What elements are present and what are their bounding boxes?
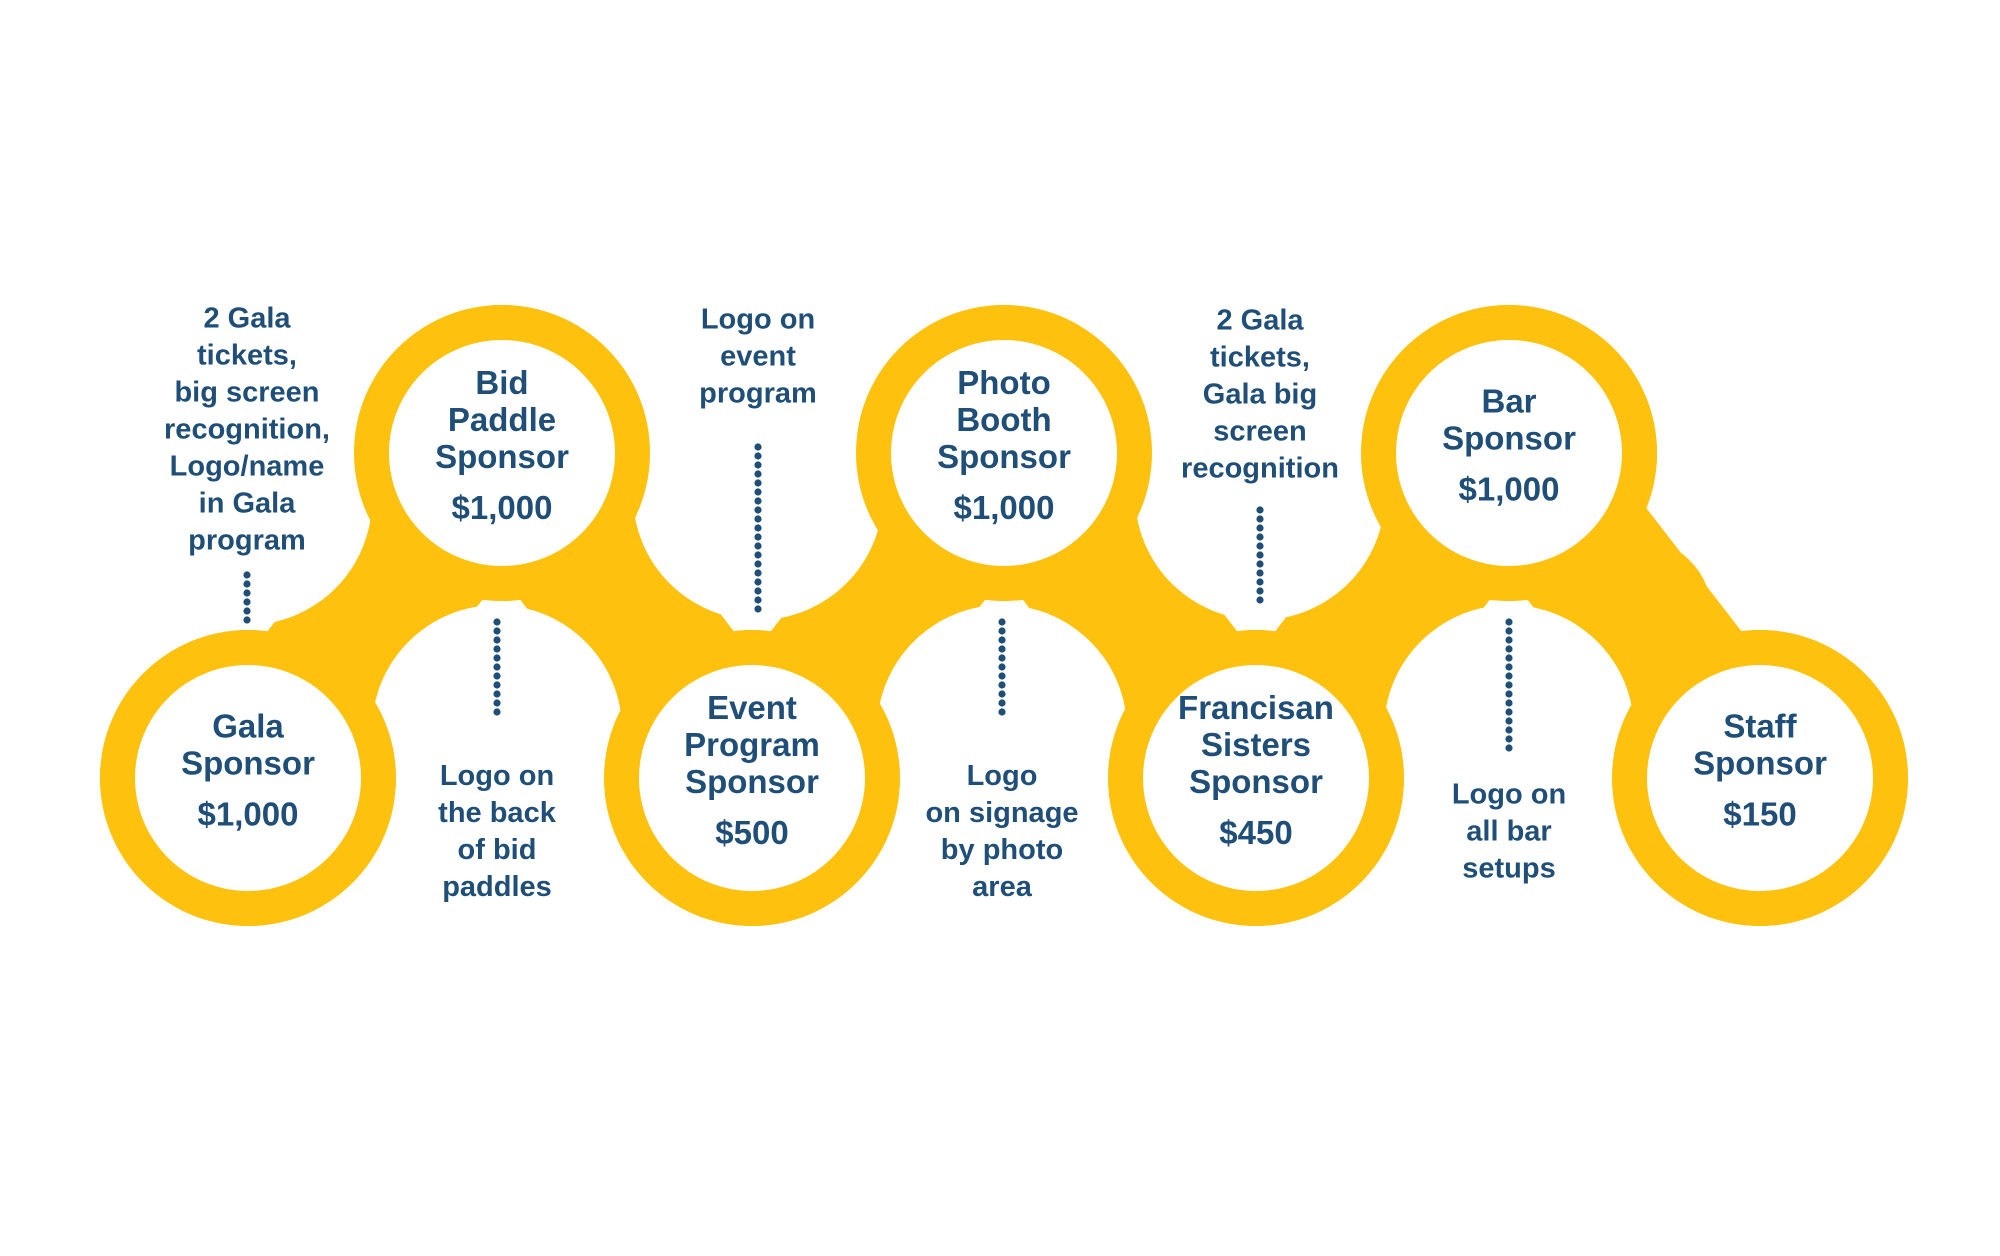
sponsor-title-line: Francisan (1178, 689, 1334, 726)
benefit-line: screen (1213, 415, 1307, 448)
sponsor-price: $500 (715, 814, 789, 851)
sponsor-price: $1,000 (1458, 470, 1560, 508)
sponsor-title-line: Paddle (447, 401, 557, 438)
sponsor-benefits-6: Logo on all bar setups (1452, 777, 1566, 888)
benefit-line: paddles (442, 871, 552, 903)
benefit-line: tickets, (1210, 341, 1310, 374)
sponsor-title-line: Sisters (1200, 726, 1312, 763)
sponsor-disc-1 (135, 665, 361, 891)
sponsor-title-line: Sponsor (1189, 763, 1323, 800)
sponsor-benefits-1: 2 Gala tickets, big screen recognition, Logo… (164, 301, 330, 560)
sponsor-title-line: Staff (1723, 707, 1797, 745)
benefit-line: all bar (1466, 815, 1552, 848)
benefit-line: Logo on (1451, 778, 1567, 811)
benefit-line: by photo (940, 834, 1064, 866)
benefit-line: Logo on (439, 760, 555, 792)
dotted-connector-5 (1256, 506, 1264, 604)
sponsor-title-line: Sponsor (685, 763, 819, 800)
chain-gap (122, 375, 372, 625)
sponsor-disc-4 (891, 340, 1117, 566)
benefit-line: recognition (1181, 452, 1339, 485)
chain-gap (1135, 370, 1385, 620)
benefit-line: Logo on (700, 303, 816, 336)
sponsor-title-line: Event (707, 689, 797, 726)
benefit-line: setups (1462, 852, 1556, 885)
sponsor-disc-3 (639, 665, 865, 891)
sponsor-title-line: Sponsor (435, 438, 569, 475)
sponsor-disc-6 (1396, 340, 1622, 566)
sponsor-title-line: Sponsor (181, 744, 315, 782)
sponsor-price: $1,000 (197, 795, 299, 833)
benefit-line: program (699, 377, 817, 410)
dotted-connector-1 (243, 571, 251, 624)
sponsor-price: $1,000 (451, 489, 553, 526)
sponsor-title-line: Program (684, 726, 820, 763)
benefit-line: tickets, (197, 339, 297, 372)
sponsor-title-line: Gala (212, 707, 284, 745)
chain-gap (372, 605, 622, 855)
benefit-line: in Gala (198, 487, 296, 520)
sponsor-title-line: Sponsor (1693, 744, 1827, 782)
sponsor-title-line: Bid (475, 364, 529, 401)
sponsor-price: $150 (1723, 795, 1797, 833)
benefit-line: 2 Gala (1216, 304, 1304, 337)
dotted-connector-4 (998, 618, 1006, 716)
benefit-line: on signage (925, 797, 1079, 829)
sponsor-title-line: Sponsor (937, 438, 1071, 475)
sponsor-benefits-4: Logo on signage by photo area (925, 758, 1078, 906)
benefit-line: area (972, 871, 1032, 903)
benefit-line: 2 Gala (203, 302, 291, 335)
benefit-line: event (720, 340, 796, 373)
sponsor-title-line: Bar (1481, 382, 1537, 420)
benefit-line: Gala big (1202, 378, 1318, 411)
benefit-line: big screen (174, 376, 320, 409)
benefit-line: the back (438, 797, 556, 829)
dotted-connector-6 (1505, 618, 1513, 752)
sponsor-disc-5 (1143, 665, 1369, 891)
sponsor-disc-7 (1647, 665, 1873, 891)
sponsor-title-line: Photo (957, 364, 1051, 401)
sponsor-benefits-5: 2 Gala tickets, Gala big screen recognition (1181, 303, 1339, 488)
benefit-line: recognition, (164, 413, 330, 446)
sponsor-title-line: Sponsor (1442, 419, 1576, 457)
dotted-connector-2 (493, 618, 501, 716)
benefit-line: Logo (966, 760, 1038, 792)
sponsor-price: $1,000 (953, 489, 1055, 526)
benefit-line: of bid (457, 834, 537, 866)
sponsor-title-line: Booth (956, 401, 1052, 438)
sponsor-benefits-3: Logo on event program (699, 302, 817, 413)
benefit-line: program (188, 524, 306, 557)
sponsor-disc-2 (389, 340, 615, 566)
sponsor-benefits-2: Logo on the back of bid paddles (438, 758, 556, 906)
chain-gap (877, 605, 1127, 855)
sponsor-price: $450 (1219, 814, 1293, 851)
dotted-connector-3 (754, 443, 762, 613)
benefit-line: Logo/name (169, 450, 325, 483)
